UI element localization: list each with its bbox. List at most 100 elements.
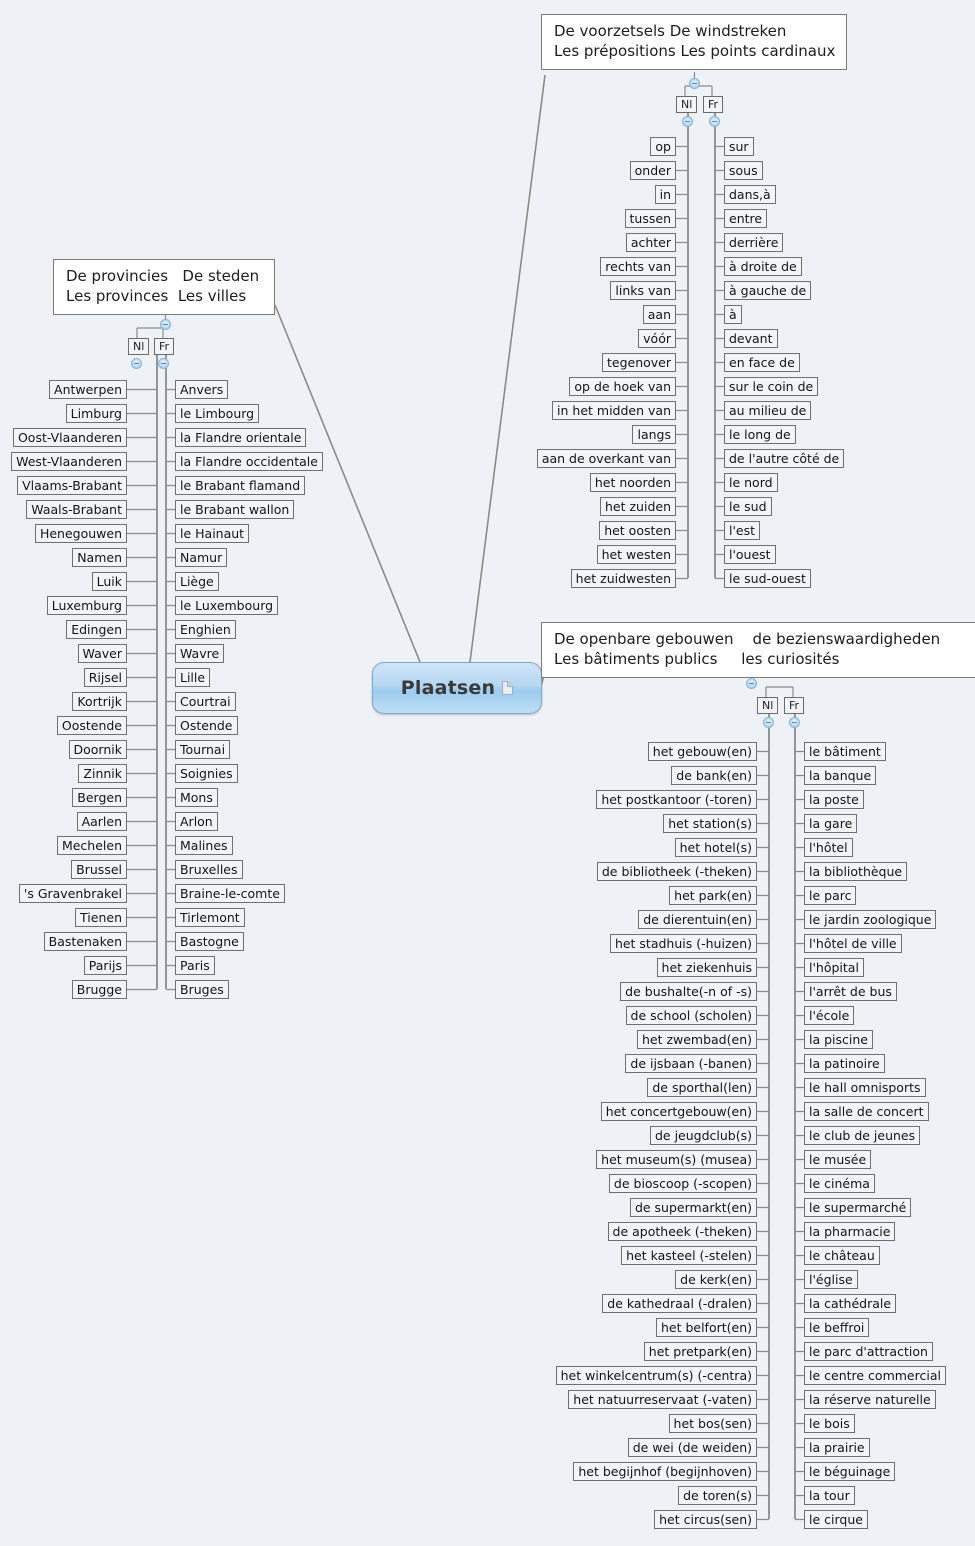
leaf-node-fr[interactable]: à gauche de (724, 281, 812, 300)
leaf-node-nl[interactable]: tegenover (601, 353, 676, 372)
leaf-node-nl[interactable]: 's Gravenbrakel (18, 884, 127, 903)
leaf-node-fr[interactable]: en face de (724, 353, 800, 372)
leaf-node-nl[interactable]: Edingen (66, 620, 127, 639)
leaf-node-fr[interactable]: Bruxelles (175, 860, 243, 879)
leaf-node-nl[interactable]: de wei (de weiden) (627, 1438, 757, 1457)
leaf-node-nl[interactable]: langs (632, 425, 676, 444)
leaf-node-fr[interactable]: le supermarché (804, 1198, 912, 1217)
language-node-fr-openbare-gebouwen[interactable]: Fr (784, 697, 805, 714)
leaf-node-fr[interactable]: le cirque (804, 1510, 868, 1529)
leaf-node-fr[interactable]: Namur (175, 548, 228, 567)
leaf-node-nl[interactable]: de supermarkt(en) (629, 1198, 757, 1217)
leaf-node-nl[interactable]: de toren(s) (678, 1486, 757, 1505)
leaf-node-fr[interactable]: le long de (724, 425, 796, 444)
leaf-node-nl[interactable]: Bergen (72, 788, 127, 807)
leaf-node-fr[interactable]: le jardin zoologique (804, 910, 937, 929)
leaf-node-nl[interactable]: tussen (624, 209, 676, 228)
leaf-node-fr[interactable]: Ostende (175, 716, 238, 735)
leaf-node-nl[interactable]: links van (610, 281, 676, 300)
leaf-node-fr[interactable]: sur le coin de (724, 377, 819, 396)
leaf-node-nl[interactable]: het concertgebouw(en) (600, 1102, 757, 1121)
leaf-node-nl[interactable]: rechts van (600, 257, 676, 276)
leaf-node-fr[interactable]: le sud (724, 497, 772, 516)
leaf-node-nl[interactable]: de bank(en) (671, 766, 757, 785)
leaf-node-nl[interactable]: de kerk(en) (675, 1270, 757, 1289)
leaf-node-nl[interactable]: het oosten (599, 521, 676, 540)
leaf-node-fr[interactable]: le parc d'attraction (804, 1342, 933, 1361)
topic-header-openbare-gebouwen[interactable]: De openbare gebouwen de bezienswaardighe… (541, 622, 975, 678)
leaf-node-nl[interactable]: Brussel (71, 860, 127, 879)
leaf-node-nl[interactable]: het zwembad(en) (636, 1030, 757, 1049)
collapse-toggle-topic-voorzetsels-windstreken[interactable] (689, 78, 700, 89)
leaf-node-fr[interactable]: la piscine (804, 1030, 873, 1049)
leaf-node-nl[interactable]: aan de overkant van (536, 449, 676, 468)
leaf-node-fr[interactable]: le musée (804, 1150, 872, 1169)
leaf-node-nl[interactable]: het kasteel (-stelen) (621, 1246, 757, 1265)
leaf-node-fr[interactable]: Arlon (175, 812, 218, 831)
collapse-toggle-nl-voorzetsels-windstreken[interactable] (682, 116, 693, 127)
leaf-node-nl[interactable]: Limburg (65, 404, 127, 423)
leaf-node-nl[interactable]: Rijsel (83, 668, 127, 687)
leaf-node-fr[interactable]: à (724, 305, 742, 324)
leaf-node-nl[interactable]: Waver (77, 644, 127, 663)
leaf-node-fr[interactable]: la bibliothèque (804, 862, 908, 881)
language-node-fr-provincies-steden[interactable]: Fr (154, 338, 175, 355)
leaf-node-fr[interactable]: Mons (175, 788, 218, 807)
leaf-node-fr[interactable]: Lille (175, 668, 211, 687)
leaf-node-fr[interactable]: Braine-le-comte (175, 884, 285, 903)
leaf-node-nl[interactable]: onder (629, 161, 676, 180)
leaf-node-fr[interactable]: le cinéma (804, 1174, 875, 1193)
leaf-node-fr[interactable]: la salle de concert (804, 1102, 929, 1121)
leaf-node-fr[interactable]: la pharmacie (804, 1222, 896, 1241)
leaf-node-nl[interactable]: de bushalte(-n of -s) (620, 982, 757, 1001)
leaf-node-nl[interactable]: in het midden van (552, 401, 676, 420)
leaf-node-nl[interactable]: in (654, 185, 676, 204)
leaf-node-fr[interactable]: Tournai (175, 740, 231, 759)
leaf-node-fr[interactable]: la cathédrale (804, 1294, 897, 1313)
leaf-node-nl[interactable]: Antwerpen (49, 380, 127, 399)
leaf-node-nl[interactable]: de school (scholen) (625, 1006, 757, 1025)
leaf-node-fr[interactable]: la patinoire (804, 1054, 885, 1073)
leaf-node-nl[interactable]: het pretpark(en) (643, 1342, 757, 1361)
leaf-node-nl[interactable]: het belfort(en) (655, 1318, 757, 1337)
leaf-node-nl[interactable]: Luik (91, 572, 127, 591)
leaf-node-nl[interactable]: Kortrijk (72, 692, 127, 711)
leaf-node-nl[interactable]: de sporthal(len) (647, 1078, 757, 1097)
language-node-nl-provincies-steden[interactable]: Nl (128, 338, 150, 355)
leaf-node-fr[interactable]: Courtrai (175, 692, 236, 711)
leaf-node-nl[interactable]: het natuurreservaat (-vaten) (568, 1390, 757, 1409)
leaf-node-fr[interactable]: le Limbourg (175, 404, 260, 423)
leaf-node-fr[interactable]: l'est (724, 521, 761, 540)
leaf-node-fr[interactable]: sous (724, 161, 763, 180)
leaf-node-nl[interactable]: achter (625, 233, 676, 252)
leaf-node-nl[interactable]: de bioscoop (-scopen) (608, 1174, 757, 1193)
language-node-fr-voorzetsels-windstreken[interactable]: Fr (703, 96, 724, 113)
collapse-toggle-topic-provincies-steden[interactable] (160, 319, 171, 330)
leaf-node-fr[interactable]: la Flandre occidentale (175, 452, 323, 471)
leaf-node-nl[interactable]: het begijnhof (begijnhoven) (573, 1462, 757, 1481)
leaf-node-fr[interactable]: le centre commercial (804, 1366, 946, 1385)
leaf-node-fr[interactable]: dans,à (724, 185, 776, 204)
leaf-node-fr[interactable]: le bois (804, 1414, 855, 1433)
leaf-node-nl[interactable]: het circus(sen) (654, 1510, 757, 1529)
leaf-node-nl[interactable]: Parijs (83, 956, 127, 975)
language-node-nl-voorzetsels-windstreken[interactable]: Nl (676, 96, 698, 113)
leaf-node-nl[interactable]: Bastenaken (43, 932, 127, 951)
leaf-node-fr[interactable]: la banque (804, 766, 877, 785)
leaf-node-fr[interactable]: la poste (804, 790, 864, 809)
collapse-toggle-fr-voorzetsels-windstreken[interactable] (709, 116, 720, 127)
leaf-node-fr[interactable]: au milieu de (724, 401, 812, 420)
leaf-node-nl[interactable]: Waals-Brabant (26, 500, 127, 519)
leaf-node-fr[interactable]: le sud-ouest (724, 569, 811, 588)
leaf-node-nl[interactable]: op (650, 137, 676, 156)
leaf-node-fr[interactable]: l'église (804, 1270, 858, 1289)
collapse-toggle-nl-provincies-steden[interactable] (131, 358, 142, 369)
collapse-toggle-fr-openbare-gebouwen[interactable] (789, 717, 800, 728)
collapse-toggle-topic-openbare-gebouwen[interactable] (746, 678, 757, 689)
leaf-node-nl[interactable]: het winkelcentrum(s) (-centra) (555, 1366, 757, 1385)
leaf-node-fr[interactable]: Liège (175, 572, 219, 591)
leaf-node-nl[interactable]: op de hoek van (569, 377, 676, 396)
leaf-node-fr[interactable]: Paris (175, 956, 215, 975)
leaf-node-nl[interactable]: vóór (638, 329, 676, 348)
